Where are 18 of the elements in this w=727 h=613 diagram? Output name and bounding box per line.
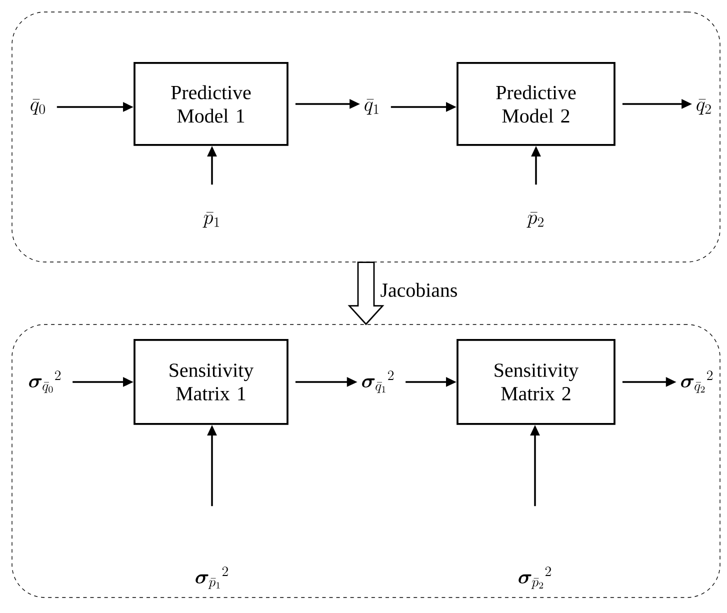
- dashed-panel: [12, 324, 720, 598]
- block-arrow: [348, 262, 384, 326]
- variable-label: $\bar{p}_2$: [526, 212, 544, 228]
- variable-label: $\bm{\sigma}_{\bar{p}_2}{}^2$: [518, 566, 551, 590]
- variable-label: $\bar{q}_0$: [30, 99, 45, 115]
- variable-label: $\bm{\sigma}_{\bar{q}_1}{}^2$: [362, 370, 394, 394]
- variable-label: $\bar{p}_1$: [202, 212, 220, 228]
- variable-label: $\bar{q}_1$: [364, 99, 378, 115]
- variable-label: $\bar{q}_2$: [696, 99, 711, 115]
- variable-label: $\bm{\sigma}_{\bar{q}_2}{}^2$: [681, 370, 713, 394]
- process-box: Sensitivity Matrix 2: [456, 339, 616, 425]
- dashed-panel: [12, 12, 720, 262]
- variable-label: $\bm{\sigma}_{\bar{p}_1}{}^2$: [196, 566, 228, 590]
- process-box: Predictive Model 1: [134, 62, 288, 146]
- variable-label: $\bm{\sigma}_{\bar{q}_0}{}^2$: [29, 370, 61, 394]
- process-box: Sensitivity Matrix 1: [134, 339, 288, 425]
- process-box: Predictive Model 2: [456, 62, 616, 146]
- edge-label: Jacobians: [378, 280, 460, 300]
